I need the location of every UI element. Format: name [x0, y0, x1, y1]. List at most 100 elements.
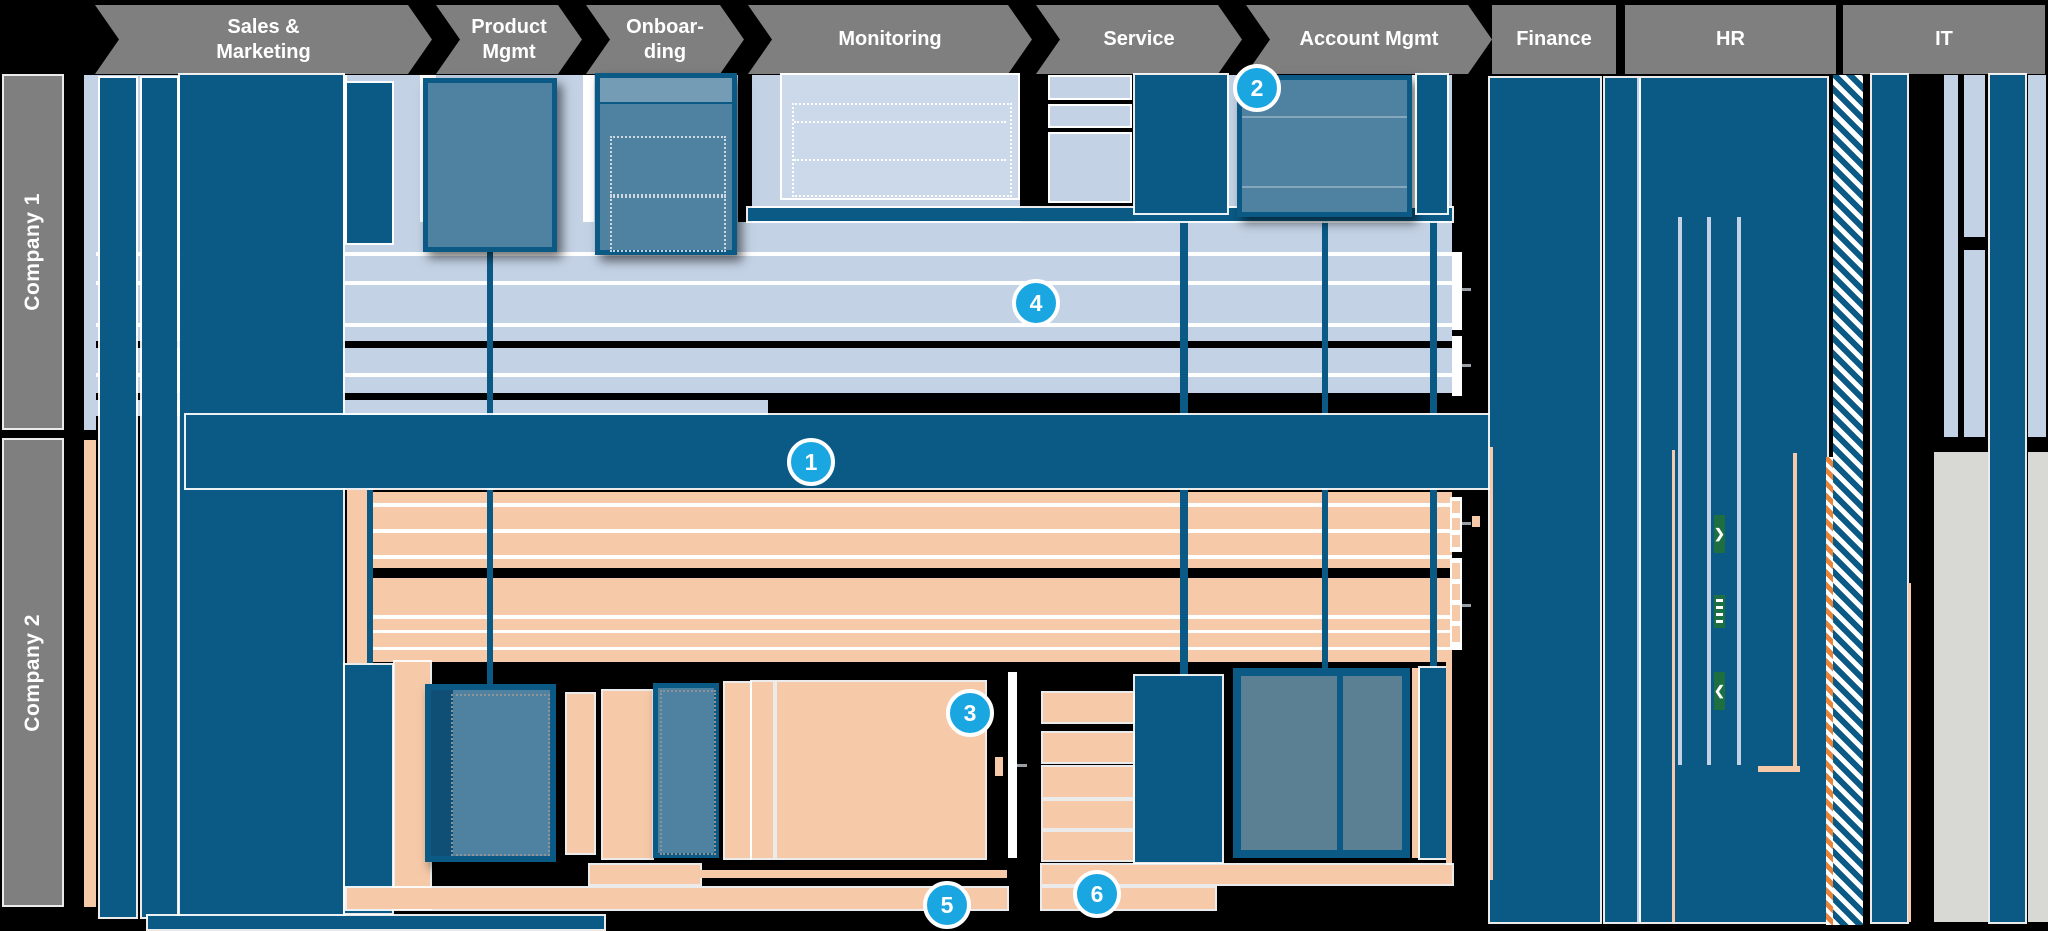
dotted-section [792, 103, 1012, 197]
app-bar-dark [347, 83, 392, 243]
bracket-bar [1452, 584, 1460, 600]
green-chevron-marker: ❮ [1714, 672, 1725, 710]
app-bar-orange [567, 694, 594, 853]
marker-6: 6 [1073, 870, 1121, 918]
dotted-line [794, 159, 1006, 161]
bottom-orange-bar [590, 865, 700, 884]
hatched-bar [1833, 75, 1863, 925]
orange-list-bar [1043, 801, 1133, 828]
box-panel [1241, 676, 1337, 850]
service-block-company1 [1135, 75, 1227, 213]
row-gap-dark [84, 393, 1452, 400]
app-bar-orange [1446, 660, 1452, 880]
row-gap [84, 252, 1452, 256]
app-bar-orange [1412, 668, 1420, 858]
process-step-label: Monitoring [838, 28, 942, 50]
row-gap [84, 373, 1452, 377]
milestone-bracket [1450, 558, 1462, 650]
lane-label-company-2: Company 2 [4, 440, 62, 905]
row-gap [372, 529, 1452, 533]
process-step-label: Sales & Marketing [216, 15, 311, 63]
account-mgmt-box-company2 [1233, 668, 1410, 858]
marker-1: 1 [787, 438, 835, 486]
dash-glyph [1716, 599, 1723, 624]
account-mgmt-box-company1 [1237, 75, 1412, 217]
app-block-sales-marketing [180, 75, 343, 918]
row-gap [372, 615, 1452, 619]
white-divider-bar [1008, 672, 1017, 858]
hr-subbar-divider [1707, 217, 1711, 765]
row-gap-dark [768, 400, 1452, 416]
dotted-section [610, 136, 726, 196]
dept-label: IT [1935, 28, 1953, 50]
connector-line [367, 488, 373, 665]
orange-list-bar [1043, 733, 1133, 762]
app-bar-orange [752, 682, 773, 858]
bracket-tick [1017, 764, 1027, 767]
marker-3: 3 [946, 689, 994, 737]
row-gap-dark [84, 341, 1452, 348]
dept-header-it: IT [1843, 5, 2045, 74]
thin-orange-line [1490, 447, 1493, 880]
bracket-tick [1462, 364, 1471, 367]
orange-list-bar [1043, 693, 1133, 722]
bottom-orange-bar [1042, 888, 1215, 909]
hr-divider [1637, 78, 1641, 922]
dotted-section [660, 690, 716, 855]
dotted-section [610, 196, 726, 252]
row-gap [84, 281, 1452, 285]
it-bar-light [2028, 75, 2046, 437]
box-inner-edge [431, 690, 453, 856]
it-gray-block [2028, 452, 2048, 922]
row-gap [372, 630, 1452, 633]
milestone-bracket [1450, 497, 1462, 552]
process-step-account-mgmt: Account Mgmt [1246, 5, 1492, 74]
app-bar-orange [395, 662, 430, 908]
dept-header-hr: HR [1625, 5, 1836, 74]
box-header-band [600, 78, 732, 104]
it-bar-gap [1961, 239, 1988, 248]
row-gap [84, 323, 1452, 327]
bottom-orange-bar-long [347, 888, 1007, 909]
row-gap [372, 647, 1452, 650]
dotted-line [794, 121, 1006, 123]
bracket-bar [1452, 501, 1460, 513]
it-bar-dark [1990, 75, 2025, 922]
service-mini-box [1048, 132, 1132, 203]
row-gap [372, 555, 1452, 559]
box-panel [1343, 676, 1402, 850]
bracket-tick [1462, 522, 1471, 525]
row-gap-dark [372, 568, 1452, 578]
thin-orange-line [1672, 450, 1675, 922]
process-step-service: Service [1036, 5, 1242, 74]
lane-label-company-1: Company 1 [4, 76, 62, 428]
process-step-monitoring: Monitoring [748, 5, 1032, 74]
hr-subbar-divider [1737, 217, 1741, 765]
it-bar-light [1964, 250, 1985, 437]
monitoring-panel-company1 [780, 73, 1020, 200]
thin-orange-line [1758, 766, 1800, 772]
app-bar-orange [603, 691, 652, 858]
it-bar-dark [1872, 75, 1907, 922]
app-bar-dark [100, 78, 136, 917]
bottom-dark-bar [148, 916, 604, 929]
green-dash-marker [1714, 595, 1725, 628]
column-separator [583, 75, 594, 222]
app-bar-orange [725, 683, 750, 858]
app-bar-dark [142, 78, 177, 917]
small-steel-box-company2 [653, 683, 719, 858]
bracket-bar [1452, 626, 1460, 642]
process-step-onboarding: Onboar- ding [586, 5, 744, 74]
green-chevron-marker: ❯ [1714, 515, 1725, 553]
process-step-label: Product Mgmt [471, 15, 547, 63]
milestone-bracket [1452, 336, 1462, 396]
thin-orange-line [1908, 583, 1911, 922]
service-block-company2 [1135, 676, 1222, 862]
column-separator [343, 75, 347, 243]
process-step-label: Service [1103, 28, 1175, 50]
bracket-bar [1452, 518, 1460, 530]
column-separator [1412, 75, 1417, 217]
marker-4: 4 [1012, 279, 1060, 327]
service-mini-box [1048, 75, 1132, 100]
